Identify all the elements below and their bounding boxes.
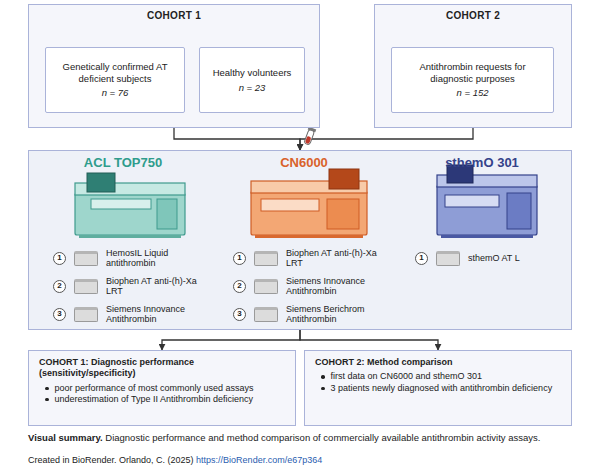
- reagent-name: Siemens Innovance Antithrombin: [106, 304, 211, 325]
- bullet-row: first data on CN6000 and sthemO 301: [321, 371, 561, 382]
- reagent-icon: [254, 279, 278, 294]
- connector-arrow: [300, 330, 438, 350]
- bullet-dot: [45, 398, 49, 402]
- item-box: 1 HemosIL Liquid antithrombin: [35, 245, 211, 271]
- group-description: Healthy volunteers: [213, 67, 292, 79]
- sample-size: n = 76: [102, 87, 129, 99]
- sub-box: Antithrombin requests for diagnostic pur…: [391, 47, 554, 113]
- result-point: poor performance of most commonly used a…: [55, 383, 254, 394]
- col-box: sthemO 301 1 sthemO AT L: [397, 153, 567, 327]
- reagent-icon: [254, 307, 278, 322]
- bullet-row: underestimation of Type II Antithrombin …: [45, 394, 285, 405]
- callout-number: 2: [53, 280, 66, 293]
- analyzer-name: ACL TOP750: [35, 155, 211, 170]
- connector-arrow: [174, 128, 300, 150]
- sample-size: n = 23: [239, 82, 266, 94]
- item-box: 3 Siemens Berichrom Antithrombin: [215, 301, 393, 327]
- bullet-dot: [45, 387, 49, 391]
- bullet-row: poor performance of most commonly used a…: [45, 383, 285, 394]
- figure-caption: Visual summary. Diagnostic performance a…: [28, 432, 578, 444]
- result-heading: COHORT 1: Diagnostic performance (sensit…: [39, 357, 285, 380]
- item-box: 2 Siemens Innovance Antithrombin: [215, 273, 393, 299]
- result-box: COHORT 1: Diagnostic performance (sensit…: [28, 350, 296, 426]
- credit-link: https://BioRender.com/e67p364: [196, 455, 322, 465]
- result-point: first data on CN6000 and sthemO 301: [331, 371, 483, 382]
- item-box: 3 Siemens Innovance Antithrombin: [35, 301, 211, 327]
- callout-number: 1: [53, 252, 66, 265]
- sub-box: Genetically confirmed AT deficient subje…: [45, 47, 185, 113]
- group-description: Antithrombin requests for diagnostic pur…: [398, 61, 547, 85]
- reagent-icon: [74, 307, 98, 322]
- analyzer-illustrations: [29, 151, 570, 328]
- analyzer-name: sthemO 301: [397, 155, 567, 170]
- reagent-name: HemosIL Liquid antithrombin: [106, 248, 211, 269]
- sthemo-301-analyzer: [437, 165, 537, 238]
- bullet-row: 3 patients newly diagnosed with antithro…: [321, 383, 561, 394]
- cn6000-analyzer: [251, 169, 367, 238]
- reagent-name: sthemO AT L: [468, 253, 520, 263]
- callout-number: 1: [415, 252, 428, 265]
- cohort-title: COHORT 2: [375, 10, 571, 21]
- col-box: ACL TOP750 1 HemosIL Liquid antithrombin 2 B…: [35, 153, 211, 327]
- reagent-name: Siemens Berichrom Antithrombin: [286, 304, 393, 325]
- sample-size: n = 152: [457, 87, 489, 99]
- result-heading: COHORT 2: Method comparison: [315, 357, 561, 368]
- sub-box: Healthy volunteers n = 23: [199, 47, 305, 113]
- item-box: 1 Biophen AT anti-(h)-Xa LRT: [215, 245, 393, 271]
- cohort-box: COHORT 1 Genetically confirmed AT deficie…: [28, 4, 320, 128]
- result-point: 3 patients newly diagnosed with antithro…: [331, 383, 553, 394]
- cohort-box: COHORT 2 Antithrombin requests for diagno…: [374, 4, 572, 128]
- bullet-dot: [321, 387, 325, 391]
- bullet-dot: [321, 375, 325, 379]
- reagent-icon: [74, 279, 98, 294]
- connector-arrow: [162, 330, 300, 350]
- callout-number: 1: [233, 252, 246, 265]
- reagent-icon: [254, 251, 278, 266]
- result-point: underestimation of Type II Antithrombin …: [55, 394, 253, 405]
- reagent-icon: [436, 251, 460, 266]
- credit-note: Created in BioRender. Orlando, C. (2025)…: [28, 455, 578, 465]
- callout-number: 3: [233, 308, 246, 321]
- cohort-title: COHORT 1: [29, 10, 319, 21]
- result-box: COHORT 2: Method comparison first data on…: [304, 350, 572, 426]
- reagent-name: Biophen AT anti-(h)-Xa LRT: [286, 248, 393, 269]
- acl-top750-analyzer: [75, 173, 185, 238]
- col-box: CN60001Biophen AT anti-(h)-Xa LRT2Siemen…: [215, 153, 393, 327]
- reagent-name: Biophen AT anti-(h)-Xa LRT: [106, 276, 211, 297]
- reagent-name: Siemens Innovance Antithrombin: [286, 276, 393, 297]
- group-description: Genetically confirmed AT deficient subje…: [52, 61, 178, 85]
- callout-number: 2: [233, 280, 246, 293]
- analyzer-name: CN6000: [215, 155, 393, 170]
- connector-arrow: [300, 128, 473, 150]
- callout-number: 3: [53, 308, 66, 321]
- reagent-icon: [74, 251, 98, 266]
- big-box: ACL TOP750 1 HemosIL Liquid antithrombin 2 B…: [28, 150, 572, 330]
- caption-lead: Visual summary.: [28, 432, 103, 443]
- item-box: 1 sthemO AT L: [397, 245, 567, 271]
- test-tube: [303, 127, 316, 146]
- item-box: 2 Biophen AT anti-(h)-Xa LRT: [35, 273, 211, 299]
